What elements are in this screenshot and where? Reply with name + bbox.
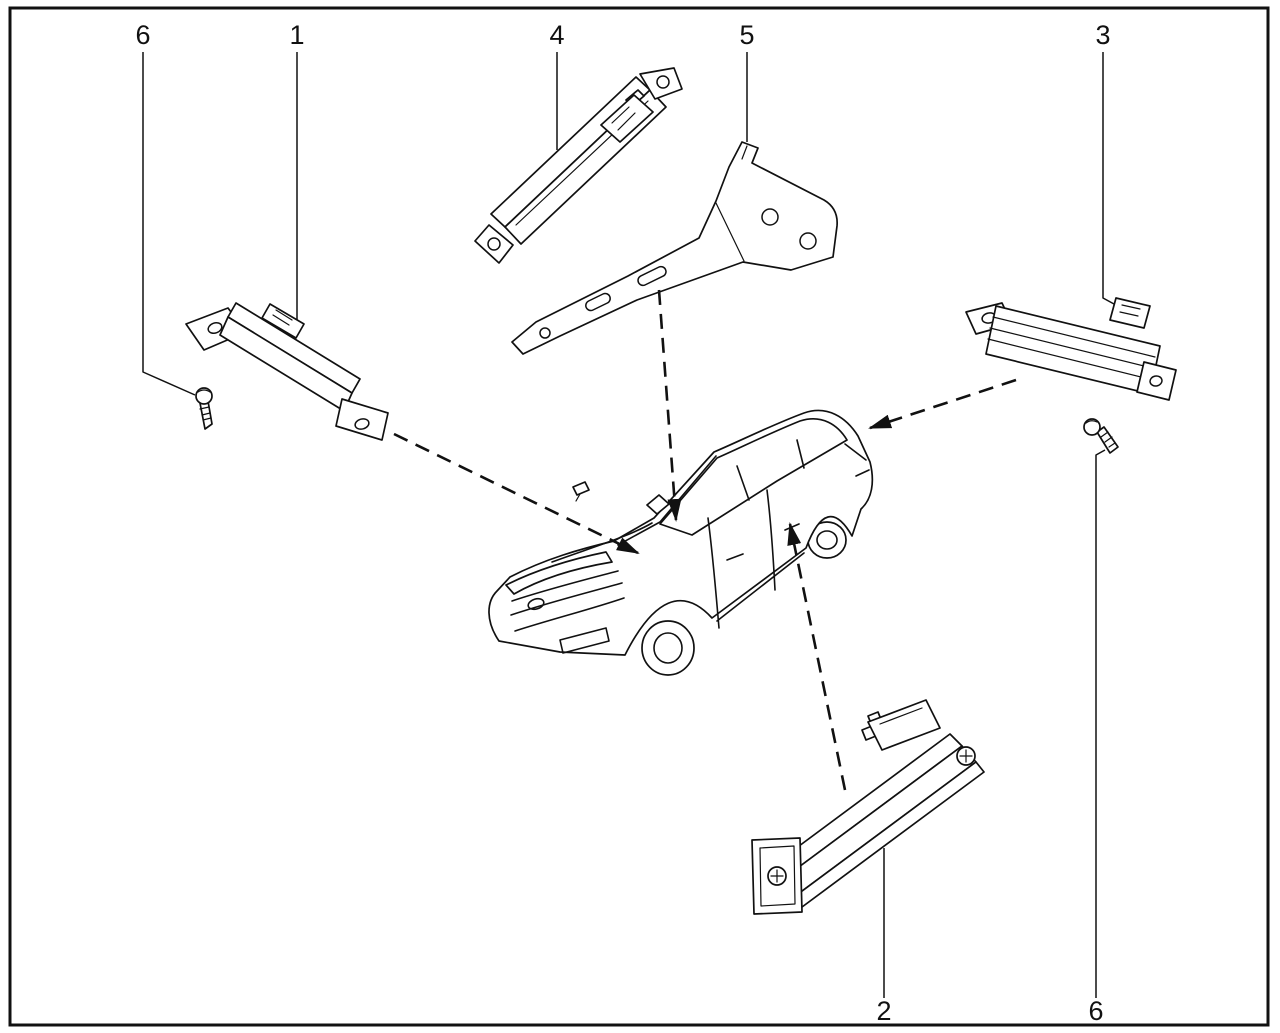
part-5-bracket-plate: [511, 141, 838, 355]
car-badge: [527, 597, 545, 611]
car-side-glass: [659, 418, 848, 536]
part-4-connector: [600, 94, 654, 143]
screw-6-right: [1083, 418, 1119, 454]
car-license-plate: [559, 627, 610, 654]
callout-labels: 6 1 4 5 3 2 6: [135, 20, 1110, 1026]
car-illustration: [488, 409, 874, 676]
arrow-part-3-to-car: [868, 378, 1017, 430]
car-left-mirror: [572, 481, 590, 496]
car-headlight: [505, 551, 613, 595]
callout-2: 2: [876, 996, 891, 1026]
part-3-antenna-bracket: [965, 297, 1177, 401]
leader-line-3: [1102, 52, 1115, 305]
car-front-wheel: [641, 620, 695, 676]
arrow-part-4-to-car: [657, 289, 682, 522]
leader-line-6-left: [142, 52, 196, 396]
arrow-part-2-to-car: [787, 522, 847, 791]
installation-arrows: [393, 289, 1017, 791]
screw-6-left: [195, 387, 213, 430]
arrow-part-1-to-car: [393, 432, 640, 555]
part-4-antenna-module: [474, 67, 683, 264]
part-2-connector: [867, 699, 941, 751]
callout-6-top-left: 6: [135, 20, 150, 50]
figure-border: [8, 6, 1270, 1027]
callout-3: 3: [1095, 20, 1110, 50]
part-2-antenna-module: [751, 699, 985, 915]
callout-5: 5: [739, 20, 754, 50]
callout-1: 1: [289, 20, 304, 50]
leader-line-6-right: [1095, 449, 1106, 998]
callout-6-bottom-right: 6: [1088, 996, 1103, 1026]
part-3-connector: [1109, 297, 1151, 329]
part-1-antenna-bracket: [185, 302, 389, 441]
callout-4: 4: [549, 20, 564, 50]
leader-lines: [142, 52, 1115, 998]
